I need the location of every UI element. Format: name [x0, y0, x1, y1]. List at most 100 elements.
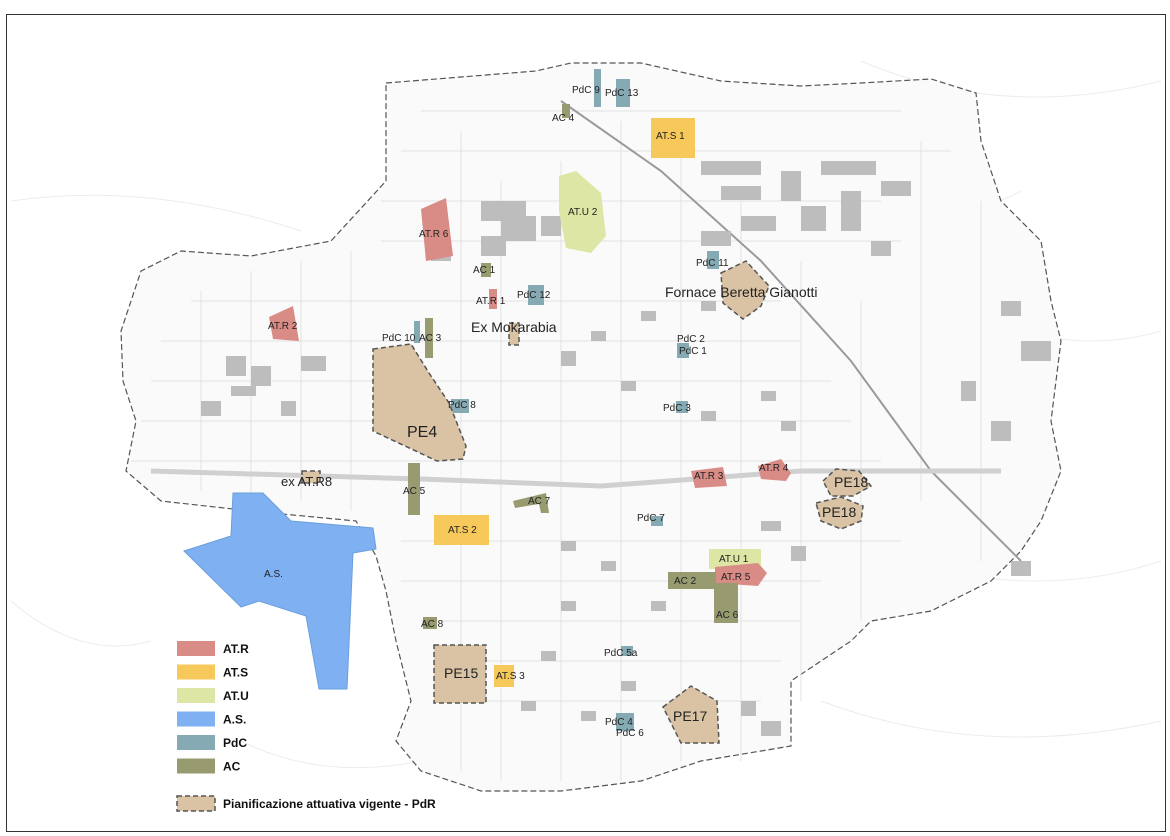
zone-ac-6[interactable]: [714, 583, 738, 623]
zone-pe17[interactable]: [662, 685, 720, 744]
label-atr6: AT.R 6: [419, 229, 449, 240]
zone-ex-mokarabia[interactable]: [508, 322, 520, 346]
zone-pdc-12[interactable]: [528, 285, 544, 305]
zone-ac-7[interactable]: [513, 493, 549, 513]
label-fornace: Fornace Beretta Gianotti: [665, 284, 818, 300]
label-atr3: AT.R 3: [694, 471, 724, 482]
map-labels: PdC 9 PdC 13 AC 4 AT.S 1 AT.U 2 AT.R 6 P…: [264, 85, 868, 739]
label-pdc9: PdC 9: [572, 85, 600, 96]
zone-atr-5[interactable]: [715, 563, 767, 586]
zone-ac-3[interactable]: [425, 318, 433, 358]
zone-pdc-8[interactable]: [451, 399, 469, 413]
zone-pdc-13[interactable]: [616, 79, 630, 107]
label-ac2: AC 2: [674, 576, 697, 587]
zone-pdc-7[interactable]: [651, 516, 663, 526]
zone-pdc-3[interactable]: [676, 401, 688, 413]
label-ac4: AC 4: [552, 113, 575, 124]
zone-ats-2[interactable]: [434, 515, 489, 545]
label-pe17: PE17: [673, 708, 707, 724]
label-ac3: AC 3: [419, 333, 442, 344]
label-exmokarabia: Ex Mokarabia: [471, 319, 557, 335]
legend-label-atr: AT.R: [223, 642, 249, 656]
legend-item-as: A.S.: [177, 711, 246, 727]
zone-pdc-9[interactable]: [594, 69, 601, 107]
zone-pe18-north[interactable]: [822, 468, 873, 497]
zone-pdc-1-2[interactable]: [677, 343, 689, 358]
legend-swatch-as: [177, 711, 215, 727]
zone-pe15[interactable]: [433, 644, 487, 704]
zone-ac-4[interactable]: [562, 104, 570, 118]
map-legend: AT.R AT.S AT.U A.S. PdC AC Pianificazione attu…: [176, 641, 436, 812]
zone-pdc-10[interactable]: [414, 321, 420, 343]
municipal-boundary: [120, 62, 1062, 792]
legend-item-pdc: PdC: [177, 735, 247, 750]
label-ac5: AC 5: [403, 486, 426, 497]
pdc-zones: [414, 69, 719, 731]
label-pdc11: PdC 11: [696, 258, 729, 269]
zone-ac-1[interactable]: [481, 263, 491, 277]
label-atu1: AT.U 1: [719, 554, 749, 565]
label-pdc2: PdC 2: [677, 334, 705, 345]
label-atr1: AT.R 1: [476, 296, 506, 307]
label-atu2: AT.U 2: [568, 207, 598, 218]
legend-label-pdr: Pianificazione attuativa vigente - PdR: [223, 797, 436, 811]
legend-label-as: A.S.: [223, 713, 246, 727]
label-atr2: AT.R 2: [268, 321, 298, 332]
label-ac1: AC 1: [473, 265, 496, 276]
label-pe18a: PE18: [834, 474, 868, 490]
label-pdc13: PdC 13: [605, 88, 639, 99]
pdr-zones: [301, 260, 873, 744]
legend-swatch-ac: [177, 758, 215, 774]
zoning-map[interactable]: PdC 9 PdC 13 AC 4 AT.S 1 AT.U 2 AT.R 6 P…: [7, 15, 1166, 832]
label-ac8: AC 8: [421, 619, 444, 630]
zone-atr-1[interactable]: [489, 289, 497, 309]
label-pdc4: PdC 4: [605, 717, 633, 728]
label-ac6: AC 6: [716, 610, 739, 621]
zone-pdc-11[interactable]: [707, 251, 719, 269]
zone-atr-3[interactable]: [691, 467, 727, 488]
zone-atr-2[interactable]: [269, 306, 299, 341]
label-atr5: AT.R 5: [721, 572, 751, 583]
legend-label-atu: AT.U: [223, 689, 249, 703]
label-ats1: AT.S 1: [656, 131, 685, 142]
zone-pdc-4-6[interactable]: [616, 713, 634, 731]
label-pdc8: PdC 8: [448, 400, 476, 411]
label-pdc3: PdC 3: [663, 403, 691, 414]
legend-label-pdc: PdC: [223, 736, 247, 750]
railway-line: [560, 100, 1022, 562]
zone-pdc-5a[interactable]: [621, 646, 633, 656]
main-road: [150, 468, 1001, 489]
zone-fornace[interactable]: [720, 260, 770, 320]
zone-ats-3[interactable]: [494, 665, 514, 687]
legend-item-atr: AT.R: [177, 641, 249, 656]
legend-swatch-atr: [177, 641, 215, 656]
label-pdc1: PdC 1: [679, 346, 707, 357]
zone-ats-1[interactable]: [651, 118, 695, 158]
ac-zones: [408, 104, 738, 629]
zone-ex-atr8[interactable]: [301, 470, 321, 484]
legend-swatch-pdc: [177, 735, 215, 750]
zone-pe18-south[interactable]: [815, 496, 864, 530]
label-ats2: AT.S 2: [448, 525, 477, 536]
zone-as[interactable]: [183, 492, 377, 690]
label-pe18b: PE18: [822, 504, 856, 520]
label-pdc10: PdC 10: [382, 333, 416, 344]
legend-item-atu: AT.U: [177, 688, 249, 703]
zone-atr-6[interactable]: [421, 198, 453, 261]
label-ac7: AC 7: [528, 496, 551, 507]
label-pe4: PE4: [407, 424, 437, 441]
zone-ac-8[interactable]: [423, 617, 437, 629]
label-atr4: AT.R 4: [759, 463, 789, 474]
zone-atu-2[interactable]: [559, 171, 606, 253]
label-exatr8: ex AT.R8: [281, 474, 332, 489]
label-as: A.S.: [264, 569, 283, 580]
legend-swatch-atu: [177, 688, 215, 703]
zone-atr-4[interactable]: [758, 459, 791, 481]
label-pdc7: PdC 7: [637, 513, 665, 524]
zone-ac-2[interactable]: [668, 572, 716, 589]
label-pdc6: PdC 6: [616, 728, 644, 739]
zone-ac-5[interactable]: [408, 463, 420, 515]
legend-label-ats: AT.S: [223, 666, 248, 680]
legend-item-ac: AC: [177, 758, 241, 774]
zone-pe4[interactable]: [372, 343, 467, 462]
